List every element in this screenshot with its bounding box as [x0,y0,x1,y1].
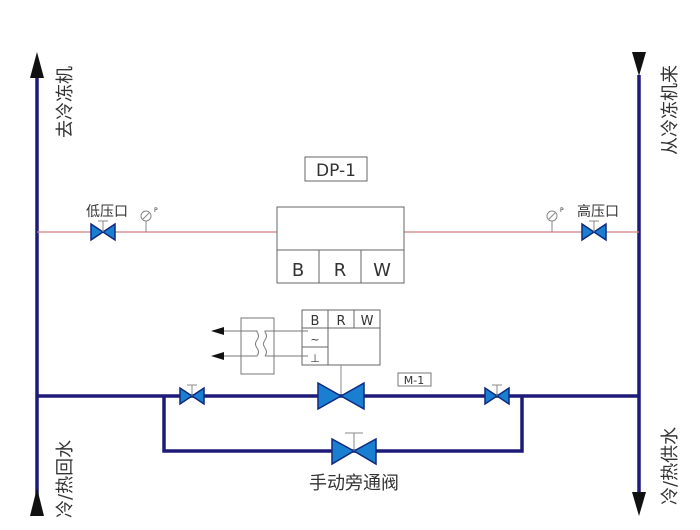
low-pressure-valve[interactable] [90,220,116,242]
dp-terminal-b: B [292,260,304,281]
arrow-down-top-right-icon [632,52,646,76]
isolation-valve-right[interactable] [484,384,510,406]
power-wire-1 [213,330,258,332]
return-water-label: 冷/热回水 [55,440,76,518]
gauge-mark-right: P [560,207,564,214]
actuator-terminal-w: W [361,314,374,329]
motorized-valve[interactable] [317,381,365,411]
dp-terminal-w: W [373,260,391,281]
dp-terminal-r: R [334,260,347,281]
isolation-valve-left[interactable] [179,384,205,406]
actuator-box [301,309,381,366]
actuator-terminal-r: R [336,314,345,329]
high-pressure-label: 高压口 [577,203,619,220]
actuator-terminal-b: B [311,314,320,329]
from-chiller-label: 从冷冻机来 [660,65,681,155]
high-pressure-valve[interactable] [581,220,607,242]
power-wire-1b [264,330,308,332]
bypass-pipe [162,396,524,453]
arrow-left-wire-2-icon [211,352,224,360]
gauge-mark-left: P [154,207,158,214]
manual-bypass-valve[interactable] [331,432,377,466]
dp-label-box [304,156,368,182]
arrow-up-bottom-left-icon [30,488,44,516]
bypass-valve-label: 手动旁通阀 [309,473,399,494]
arrow-up-top-left-icon [30,52,44,78]
supply-water-label: 冷/热供水 [660,427,681,505]
transformer [240,317,275,375]
ac-symbol: ~ [310,333,319,346]
pressure-gauge-left-icon [140,210,152,232]
pressure-gauge-right-icon [546,210,558,232]
to-chiller-label: 去冷冻机 [55,66,76,138]
arrow-left-wire-1-icon [211,327,224,335]
motor-label: M-1 [404,374,424,387]
low-pressure-label: 低压口 [86,204,128,220]
motor-label-box [397,372,432,387]
dp-sensor-box [276,206,405,284]
dp-label: DP-1 [316,161,356,181]
arrow-down-bottom-right-icon [632,492,646,516]
ground-symbol: ⊥ [310,352,320,365]
